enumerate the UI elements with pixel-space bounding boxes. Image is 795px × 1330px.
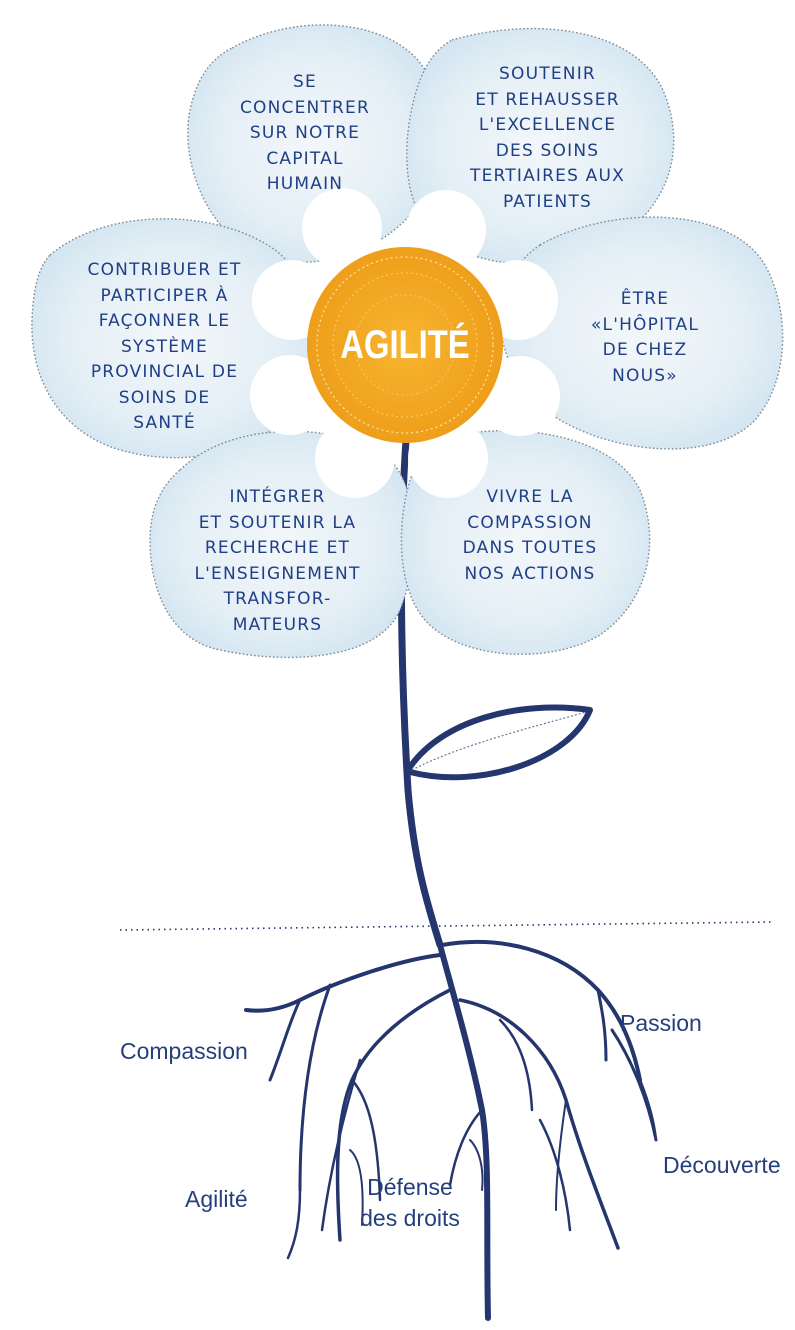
- center-label: AGILITÉ: [340, 323, 470, 367]
- root-label-defense: Défense des droits: [360, 1174, 460, 1231]
- petal-bottom-right-text: VIVRE LA COMPASSION DANS TOUTES NOS ACTI…: [462, 487, 598, 584]
- petal-left-text: CONTRIBUER ET PARTICIPER À FAÇONNER LE S…: [87, 260, 242, 433]
- leaf: [405, 704, 593, 781]
- roots: [244, 940, 658, 1321]
- petal-top-right-text: SOUTENIR ET REHAUSSER L'EXCELLENCE DES S…: [469, 64, 625, 212]
- petal-top-left-text: SE CONCENTRER SUR NOTRE CAPITAL HUMAIN: [239, 72, 371, 194]
- ground-line: [119, 921, 773, 931]
- root-label-passion: Passion: [620, 1010, 702, 1036]
- root-label-decouverte: Découverte: [663, 1152, 781, 1178]
- petal-right-text: ÊTRE «L'HÔPITAL DE CHEZ NOUS»: [590, 289, 700, 386]
- petal-bottom-left-text: INTÉGRER ET SOUTENIR LA RECHERCHE ET L'E…: [194, 487, 361, 635]
- root-label-agilite: Agilité: [185, 1186, 248, 1212]
- flower-center: [307, 247, 503, 443]
- root-label-compassion: Compassion: [120, 1038, 248, 1064]
